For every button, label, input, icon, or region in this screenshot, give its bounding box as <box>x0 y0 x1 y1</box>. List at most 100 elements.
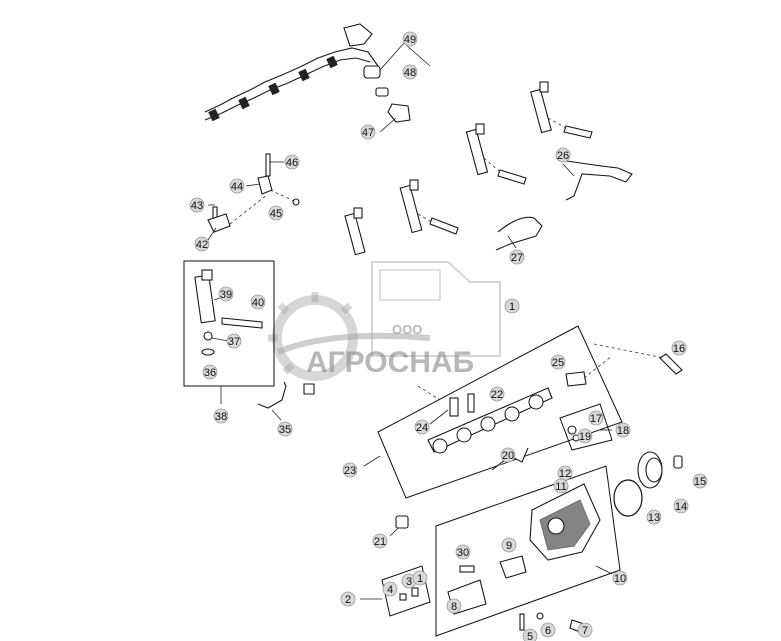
callout-label: 7 <box>582 625 588 637</box>
callout-label: 4 <box>387 584 393 596</box>
callout-label: 35 <box>279 424 291 436</box>
callout-9: 9 <box>501 537 517 553</box>
callout-circle <box>540 622 556 638</box>
sensor-kit-frame <box>381 565 431 617</box>
fuel-pump-frame <box>435 465 621 637</box>
callout-circle <box>412 570 428 586</box>
callout-circle <box>268 205 284 221</box>
callout-circle <box>202 364 218 380</box>
callout-circle <box>522 628 538 641</box>
callout-23: 23 <box>342 462 358 478</box>
callout-circle <box>455 544 471 560</box>
callout-1: 1 <box>504 298 520 314</box>
injector-1 <box>530 81 593 139</box>
callout-label: 19 <box>579 431 591 443</box>
callout-22: 22 <box>489 386 505 402</box>
pressure-sensor-group <box>559 403 613 451</box>
callout-label: 5 <box>527 631 533 641</box>
callout-35: 35 <box>277 421 293 437</box>
callout-21: 21 <box>372 533 388 549</box>
callout-label: 23 <box>344 465 356 477</box>
callout-circle <box>504 298 520 314</box>
callout-37: 37 <box>226 333 242 349</box>
o-ring-seal <box>613 479 643 517</box>
callout-label: 3 <box>406 576 412 588</box>
mounting-bolt <box>519 613 525 631</box>
watermark-brand: АГРОСНАБ <box>306 346 474 379</box>
callout-label: 15 <box>694 476 706 488</box>
callout-11: 11 <box>553 478 569 494</box>
callout-circle <box>577 622 593 638</box>
callout-label: 47 <box>362 127 374 139</box>
callout-label: 13 <box>648 512 660 524</box>
callout-36: 36 <box>202 364 218 380</box>
callout-label: 11 <box>555 481 566 493</box>
callout-25: 25 <box>550 354 566 370</box>
callout-44: 44 <box>229 178 245 194</box>
callout-circle <box>555 147 571 163</box>
callout-label: 16 <box>673 343 685 355</box>
callout-circle <box>360 124 376 140</box>
callout-circle <box>402 31 418 47</box>
callout-circle <box>509 249 525 265</box>
callout-label: 27 <box>511 252 523 264</box>
callout-label: 2 <box>345 594 351 606</box>
high-pressure-fuel-pump <box>529 483 601 561</box>
injector-3 <box>399 179 459 235</box>
callout-circle <box>226 333 242 349</box>
leader-lines <box>207 117 613 600</box>
injector-4 <box>344 207 366 256</box>
callout-2: 2 <box>340 591 356 607</box>
callout-circle <box>194 236 210 252</box>
callout-circle <box>615 422 631 438</box>
callout-circle <box>612 570 628 586</box>
pump-mounting-nut <box>395 515 409 529</box>
callout-5: 5 <box>522 628 538 641</box>
callout-label: 22 <box>491 389 503 401</box>
callout-4: 4 <box>382 581 398 597</box>
callout-circle <box>553 478 569 494</box>
callout-12: 12 <box>557 465 573 481</box>
callout-19: 19 <box>577 428 593 444</box>
callout-39: 39 <box>218 286 234 302</box>
callout-20: 20 <box>500 447 516 463</box>
callout-label: 21 <box>374 536 386 548</box>
callout-circle <box>372 533 388 549</box>
fuel-control-valve <box>499 555 527 579</box>
callout-label: 36 <box>204 367 216 379</box>
callout-label: 20 <box>502 450 514 462</box>
callout-label: 43 <box>191 200 203 212</box>
common-rail <box>427 387 553 454</box>
callout-circle <box>218 286 234 302</box>
callout-16: 16 <box>671 340 687 356</box>
callout-label: 18 <box>617 425 629 437</box>
callout-18: 18 <box>615 422 631 438</box>
callout-circle <box>277 421 293 437</box>
watermark-company: ООО <box>392 322 422 337</box>
callout-10: 10 <box>612 570 628 586</box>
callout-circle <box>673 498 689 514</box>
callout-label: 10 <box>614 573 626 585</box>
callout-circle <box>402 64 418 80</box>
callout-label: 25 <box>552 357 564 369</box>
callout-48: 48 <box>402 64 418 80</box>
callout-7: 7 <box>577 622 593 638</box>
callout-38: 38 <box>213 408 229 424</box>
callout-circle <box>340 591 356 607</box>
callout-label: 1 <box>509 301 515 313</box>
callout-circle <box>342 462 358 478</box>
callout-circle <box>229 178 245 194</box>
callout-26: 26 <box>555 147 571 163</box>
callout-label: 8 <box>451 601 457 613</box>
callout-label: 37 <box>228 336 240 348</box>
callout-label: 49 <box>404 34 416 46</box>
pump-drive-gear <box>613 451 683 517</box>
callout-47: 47 <box>360 124 376 140</box>
callout-30: 30 <box>455 544 471 560</box>
callout-label: 39 <box>220 289 232 301</box>
callout-27: 27 <box>509 249 525 265</box>
callout-label: 44 <box>231 181 243 193</box>
callout-13: 13 <box>646 509 662 525</box>
callout-8: 8 <box>446 598 462 614</box>
